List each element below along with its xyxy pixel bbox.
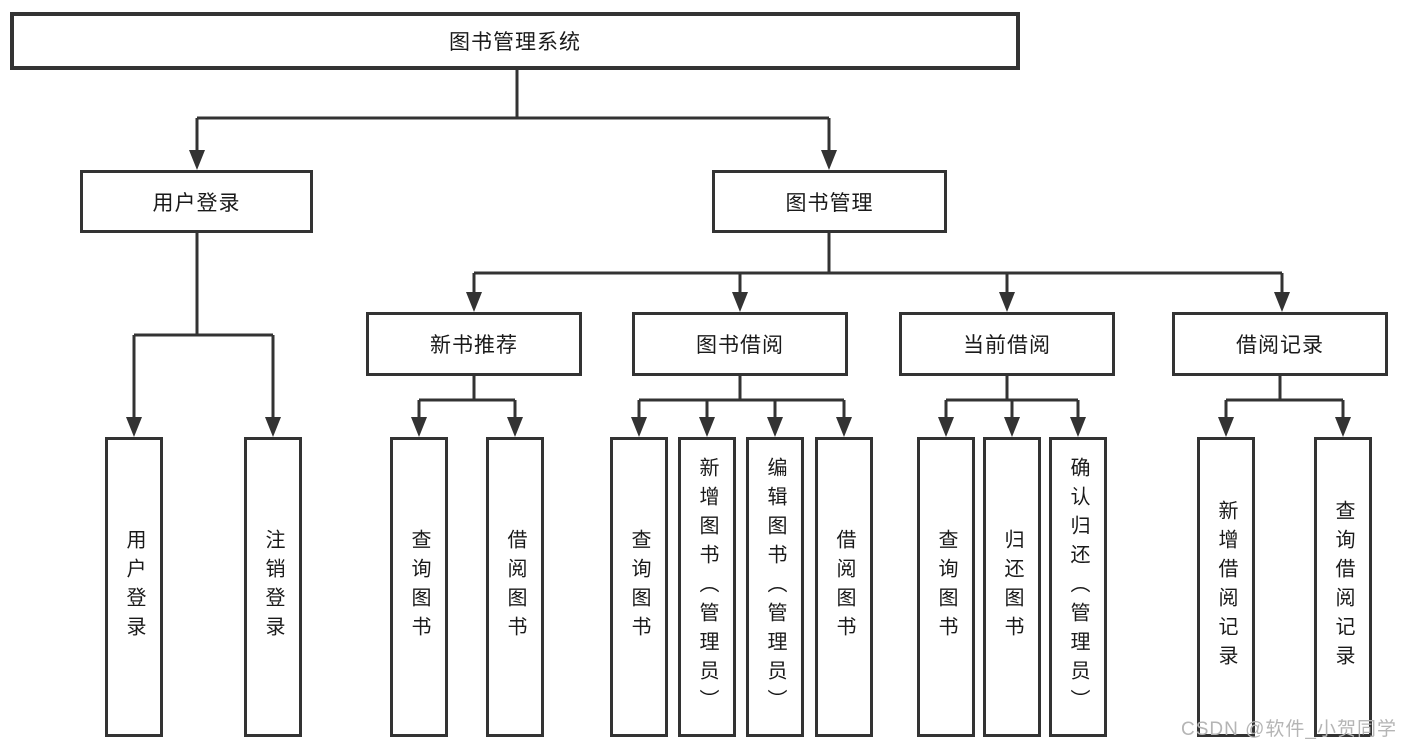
connector-login-to-leaves (126, 233, 281, 437)
leaf-edit-book-admin: 编辑图书（管理员） (746, 437, 804, 737)
leaf-add-book-admin: 新增图书（管理员） (678, 437, 736, 737)
leaf-label: 借阅图书 (504, 529, 526, 645)
node-new-book-recommendation: 新书推荐 (366, 312, 582, 376)
node-book-borrowing: 图书借阅 (632, 312, 848, 376)
connector-borrow-to-leaves (631, 376, 852, 437)
connector-newbook-to-leaves (411, 376, 523, 437)
leaf-borrow-books-2: 借阅图书 (815, 437, 873, 737)
leaf-label: 用户登录 (123, 529, 145, 645)
leaf-confirm-return-admin: 确认归还（管理员） (1049, 437, 1107, 737)
leaf-query-books-2: 查询图书 (610, 437, 668, 737)
node-borrowing-records: 借阅记录 (1172, 312, 1388, 376)
leaf-label: 查询图书 (628, 529, 650, 645)
leaf-label: 新增借阅记录 (1215, 500, 1237, 674)
leaf-user-login: 用户登录 (105, 437, 163, 737)
leaf-add-borrow-record: 新增借阅记录 (1197, 437, 1255, 737)
leaf-query-borrow-record: 查询借阅记录 (1314, 437, 1372, 737)
node-book-management: 图书管理 (712, 170, 947, 233)
connector-current-to-leaves (938, 376, 1086, 437)
leaf-return-book: 归还图书 (983, 437, 1041, 737)
leaf-label: 新增图书（管理员） (696, 456, 718, 718)
leaf-label: 归还图书 (1001, 529, 1023, 645)
leaf-label: 查询借阅记录 (1332, 500, 1354, 674)
leaf-query-books-1: 查询图书 (390, 437, 448, 737)
leaf-query-books-3: 查询图书 (917, 437, 975, 737)
leaf-logout: 注销登录 (244, 437, 302, 737)
leaf-label: 编辑图书（管理员） (764, 456, 786, 718)
connector-records-to-leaves (1218, 376, 1351, 437)
leaf-label: 查询图书 (408, 529, 430, 645)
node-user-login: 用户登录 (80, 170, 313, 233)
node-current-borrowing: 当前借阅 (899, 312, 1115, 376)
leaf-label: 注销登录 (262, 529, 284, 645)
leaf-borrow-books-1: 借阅图书 (486, 437, 544, 737)
leaf-label: 确认归还（管理员） (1067, 456, 1089, 718)
connector-root-to-level2 (189, 70, 837, 170)
leaf-label: 借阅图书 (833, 529, 855, 645)
node-library-management-system: 图书管理系统 (10, 12, 1020, 70)
leaf-label: 查询图书 (935, 529, 957, 645)
csdn-watermark: CSDN @软件_小贺同学 (1181, 719, 1397, 740)
connector-bookmgmt-to-level3 (466, 233, 1290, 312)
